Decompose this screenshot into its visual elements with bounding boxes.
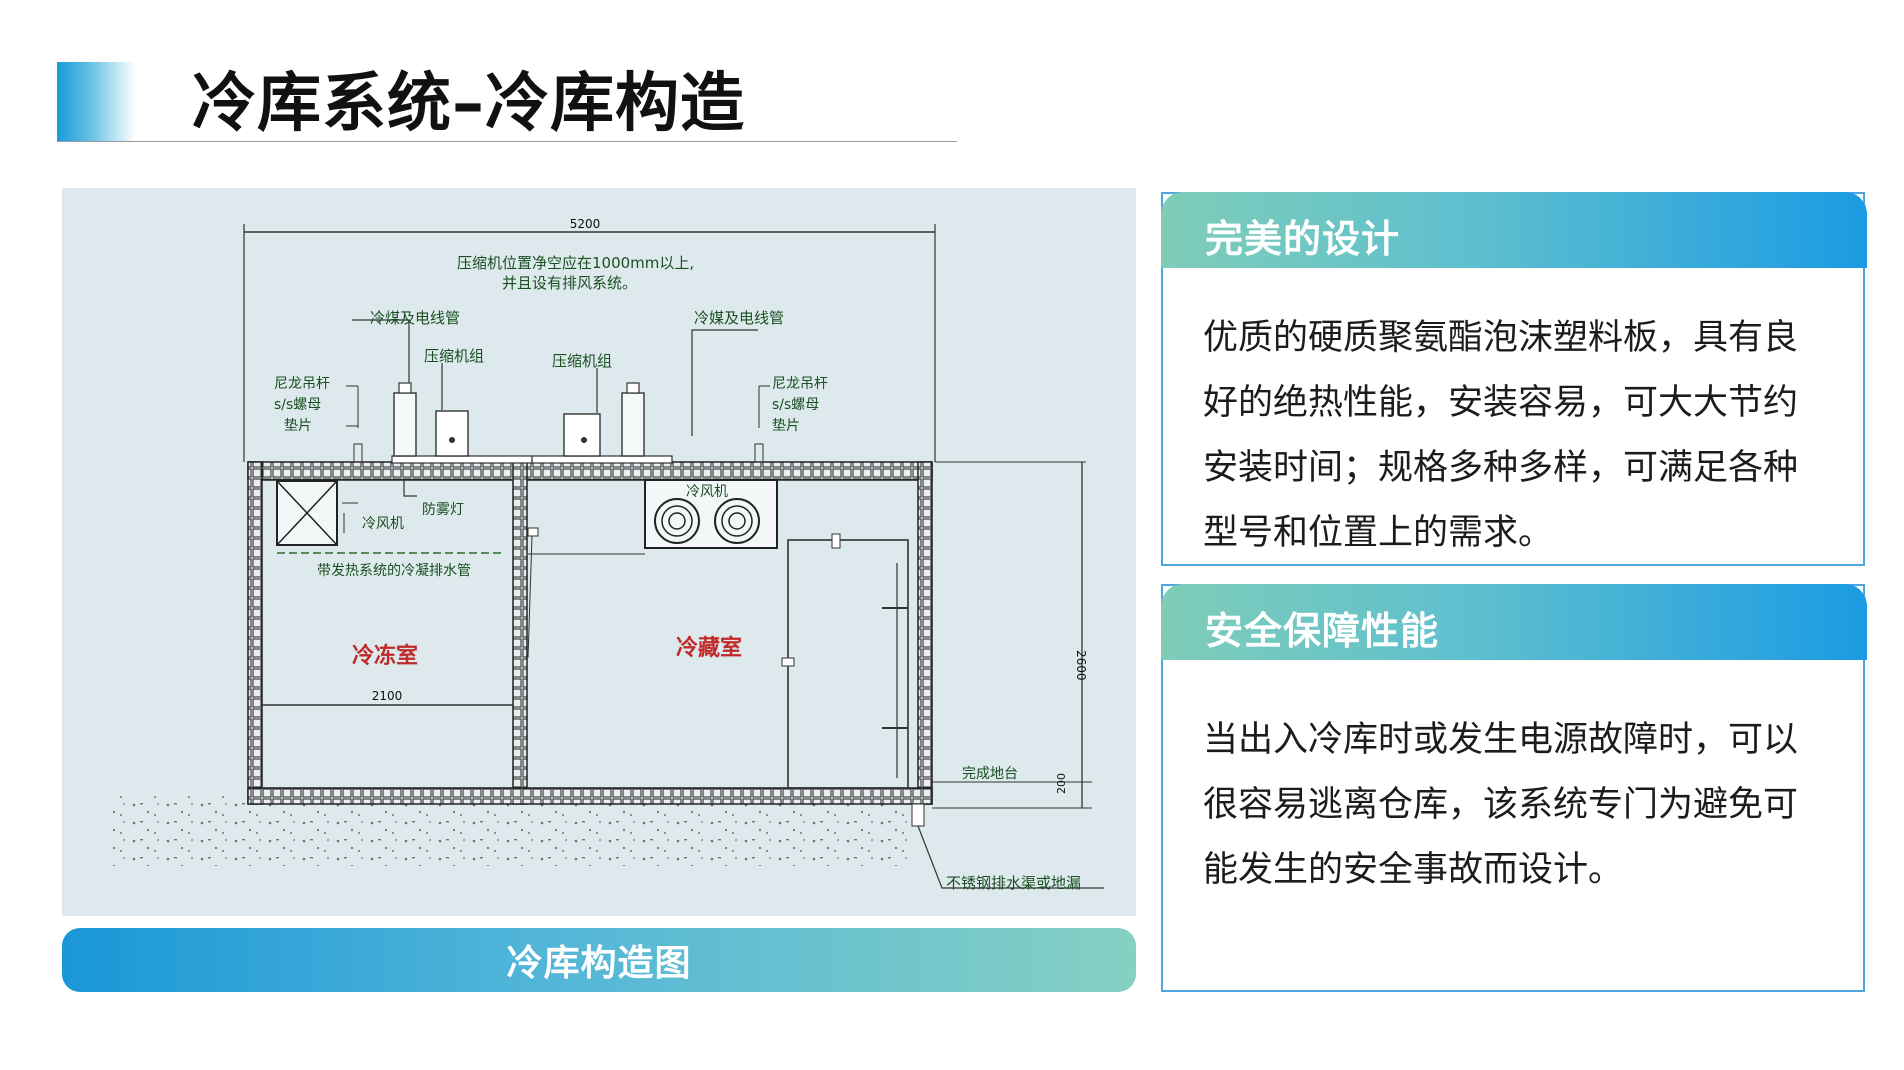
air-cooler-label-right: 冷风机: [686, 484, 728, 500]
lamp-label: 防雾灯: [422, 502, 464, 518]
card-header: 安全保障性能: [1161, 584, 1867, 660]
feature-card-safety: 安全保障性能 当出入冷库时或发生电源故障时，可以很容易逃离仓库，该系统专门为避免…: [1161, 584, 1867, 992]
title-underline: [57, 141, 957, 142]
freezer-room-label: 冷冻室: [352, 643, 418, 669]
hanger-left-3: 垫片: [284, 418, 312, 434]
partition-wall: [512, 461, 528, 805]
ground: [112, 796, 912, 866]
roof-panel: [247, 461, 933, 481]
floor-panel: [247, 787, 933, 805]
card-body: 优质的硬质聚氨酯泡沫塑料板，具有良好的绝热性能，安装容易，可大大节约安装时间；规…: [1203, 318, 1799, 553]
title-accent-bar: [57, 62, 135, 142]
width-dimension-label: 5200: [570, 217, 601, 231]
left-wall: [247, 461, 263, 805]
cold-storage-door: [787, 539, 909, 789]
cold-storage-diagram: 5200 压缩机位置净空应在1000mm以上, 并且设有排风系统。 冷煤及电线管…: [62, 188, 1136, 916]
air-cooler-label-left: 冷风机: [362, 516, 404, 532]
card-title: 安全保障性能: [1205, 609, 1440, 653]
note-line-1: 压缩机位置净空应在1000mm以上,: [457, 254, 694, 272]
drain-pipe-label: 带发热系统的冷凝排水管: [317, 563, 471, 579]
hanger-left-2: s/s螺母: [274, 397, 321, 413]
pipe-label-left: 冷煤及电线管: [370, 309, 460, 327]
base-label: 完成地台: [962, 766, 1018, 782]
pipe-label-right: 冷媒及电线管: [694, 309, 784, 327]
diagram-caption-bar: 冷库构造图: [62, 928, 1136, 992]
cold-storage-air-cooler: [644, 479, 778, 549]
hanger-right-1: 尼龙吊杆: [772, 376, 828, 392]
card-header: 完美的设计: [1161, 192, 1867, 268]
card-title: 完美的设计: [1205, 217, 1401, 261]
hanger-right-2: s/s螺母: [772, 397, 819, 413]
note-line-2: 并且设有排风系统。: [502, 274, 637, 292]
hanger-right-3: 垫片: [772, 418, 800, 434]
base-height-label: 200: [1055, 773, 1068, 794]
height-dimension-label: 2600: [1074, 650, 1088, 681]
right-wall: [917, 461, 933, 805]
compressor-label-left: 压缩机组: [424, 347, 484, 365]
feature-card-design: 完美的设计 优质的硬质聚氨酯泡沫塑料板，具有良好的绝热性能，安装容易，可大大节约…: [1161, 192, 1867, 566]
freezer-width-label: 2100: [372, 689, 403, 703]
compressor-label-right: 压缩机组: [552, 352, 612, 370]
page-title: 冷库系统–冷库构造: [192, 67, 745, 141]
card-body: 当出入冷库时或发生电源故障时，可以很容易逃离仓库，该系统专门为避免可能发生的安全…: [1203, 720, 1799, 890]
cold-storage-room-label: 冷藏室: [676, 635, 742, 661]
drain-label: 不锈钢排水渠或地漏: [946, 874, 1081, 892]
diagram-caption: 冷库构造图: [506, 943, 692, 984]
hanger-left-1: 尼龙吊杆: [274, 376, 330, 392]
